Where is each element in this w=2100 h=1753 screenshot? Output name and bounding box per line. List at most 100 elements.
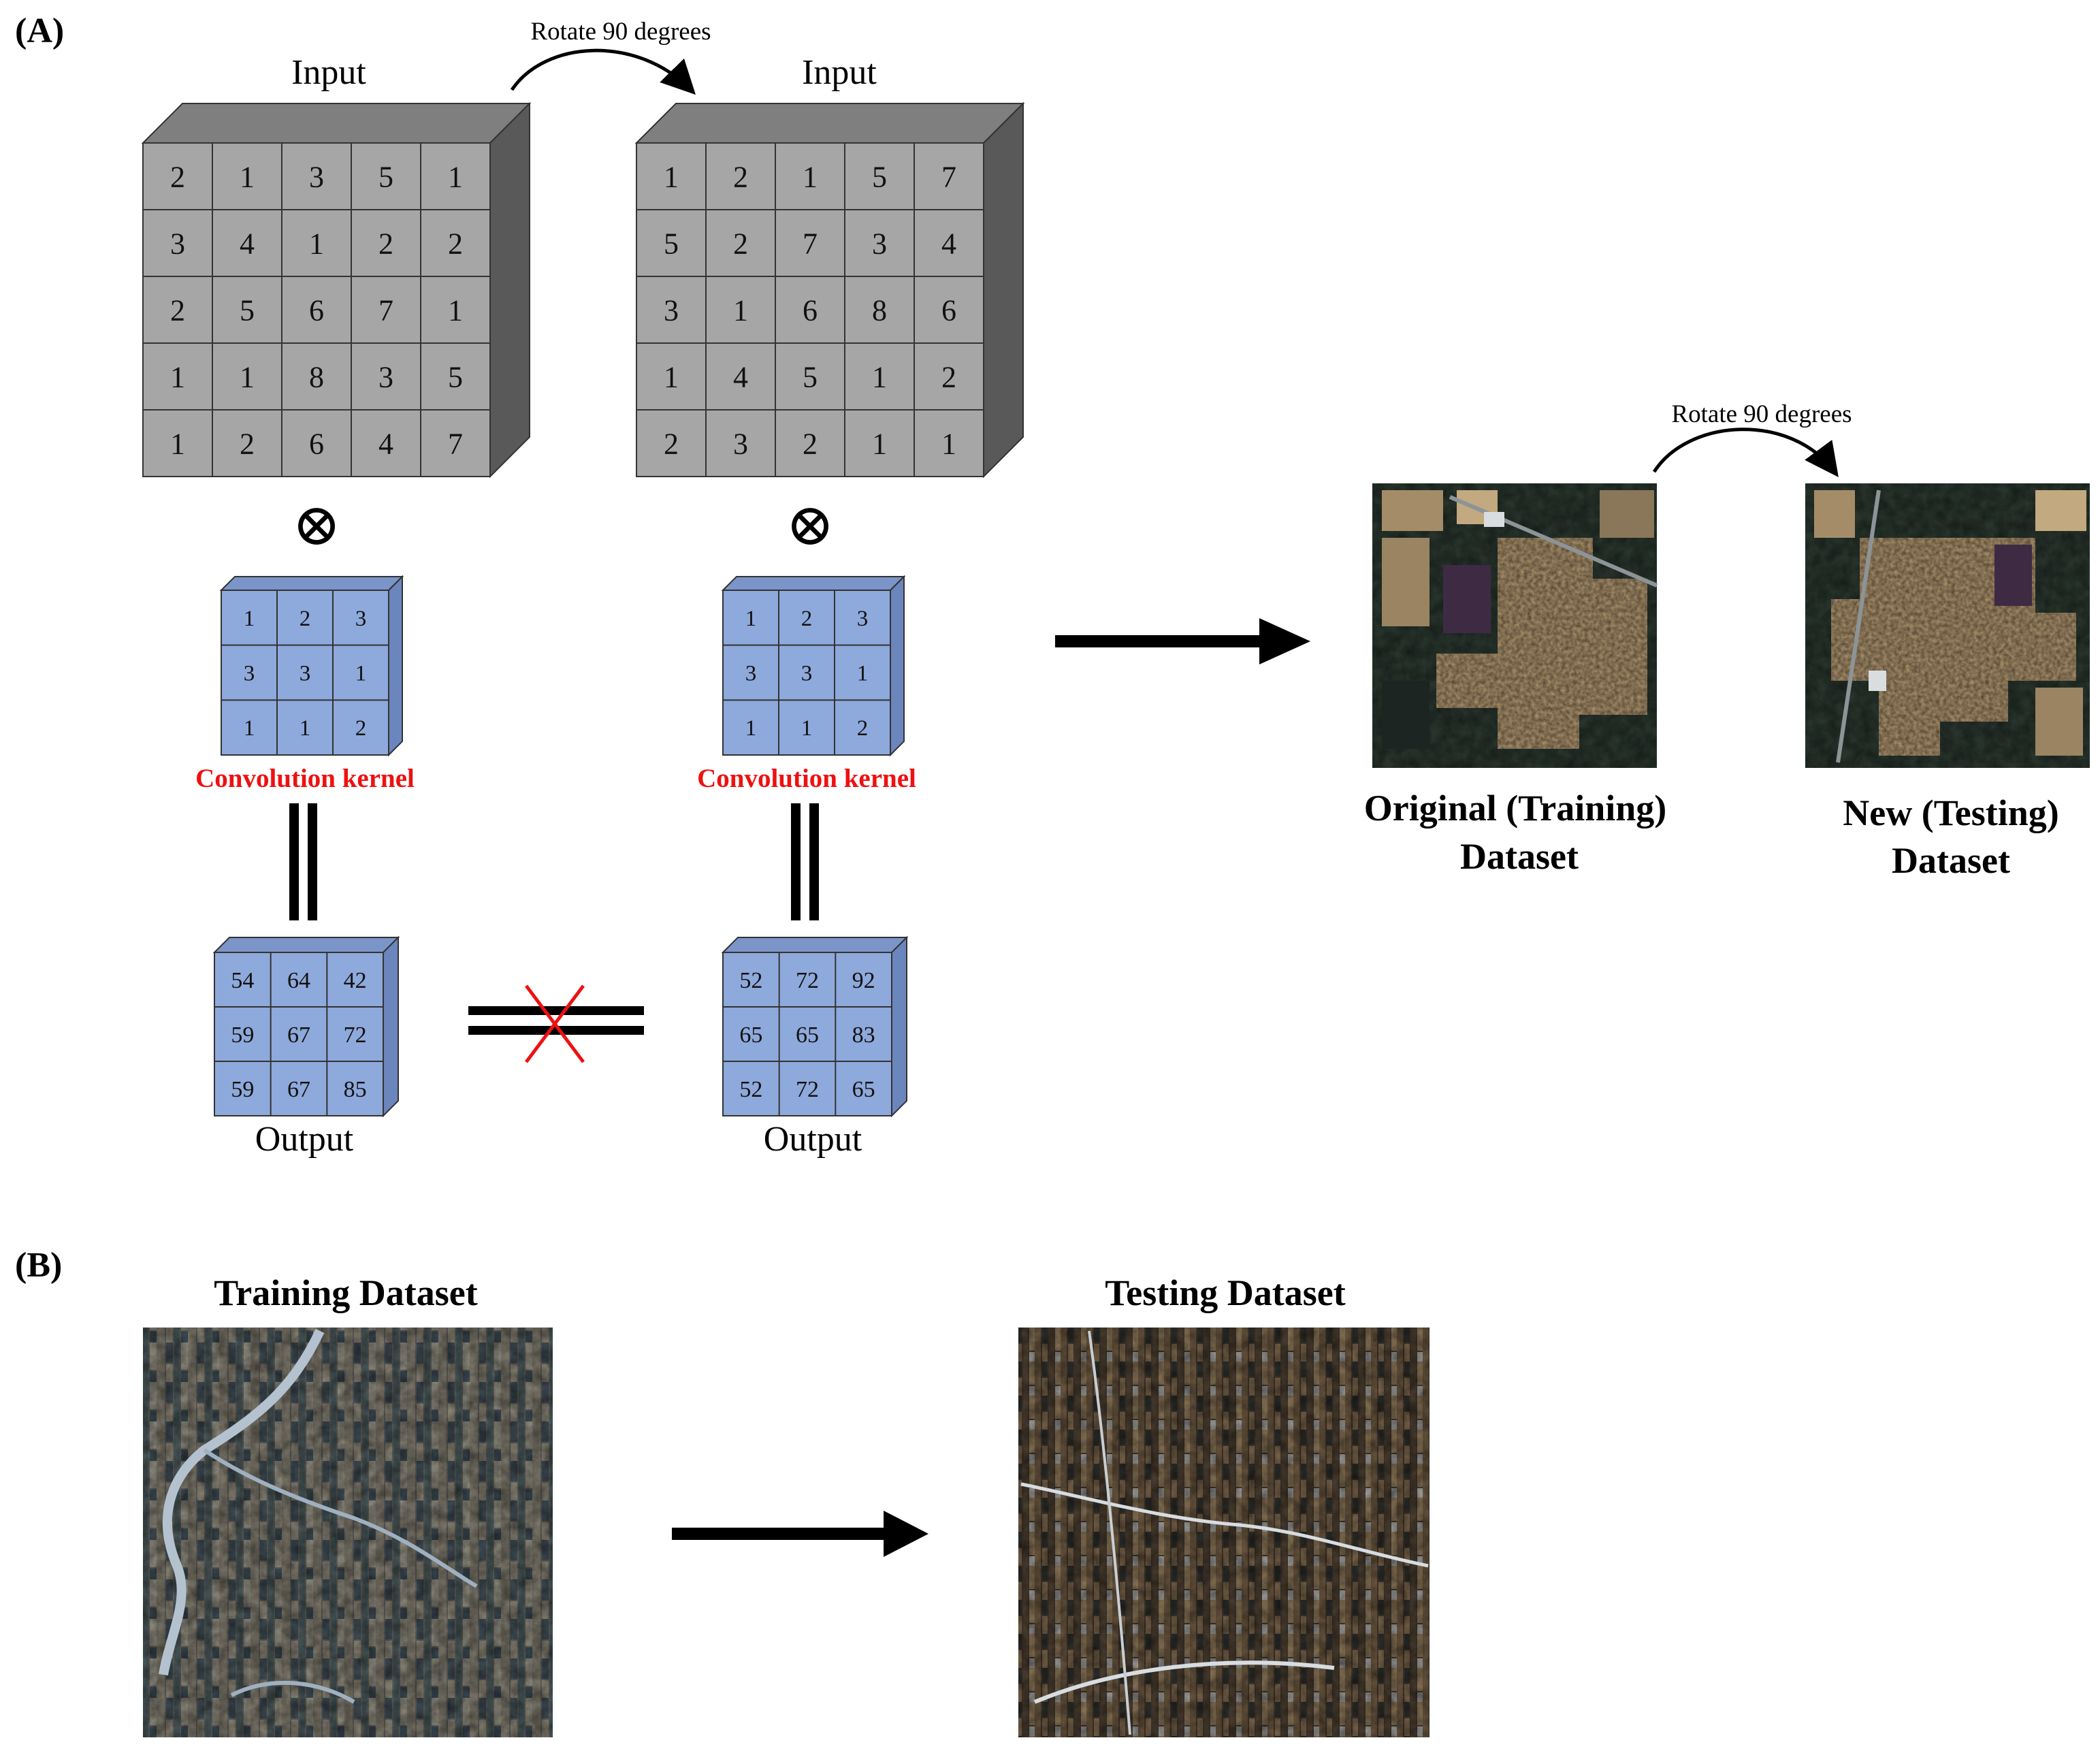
input-right-cell: 5 [803,360,818,393]
arrow-right-b [672,1511,928,1557]
kernel-left-front-face [221,590,389,756]
input-right-cell: 4 [941,227,956,260]
input-left-cell: 4 [378,427,393,460]
kernel-left-cell: 3 [355,607,367,631]
input-right-cell: 6 [941,293,956,327]
input-left-cell: 5 [448,360,463,393]
input-left-cell: 5 [240,293,255,327]
input-left-top-face [141,103,532,144]
output-left-cell: 59 [231,1077,254,1102]
original-caption-line1: Original (Training) [1364,788,1667,829]
input-right-cell: 1 [664,360,679,393]
convolution-symbol-left: ⊗ [292,492,341,558]
arrow-right-a [1055,618,1310,664]
input-right-cell: 1 [803,160,818,193]
kernel-right-cell: 2 [857,716,869,741]
input-right-top-face [634,103,1025,144]
testing-dataset-title: Testing Dataset [1105,1272,1346,1313]
input-left-cell: 1 [240,160,255,193]
kernel-left-side-face [388,575,403,757]
input-left-side-face [489,101,530,479]
input-left-cell: 1 [309,227,324,260]
input-left-cell: 7 [448,427,463,460]
kernel-left-cell: 3 [300,662,311,686]
input-right-cell: 3 [872,227,887,260]
input-right-cell: 3 [733,427,748,460]
kernel-right-cell: 1 [857,662,869,686]
output-right-cell: 65 [796,1023,819,1048]
original-caption-line2: Dataset [1460,836,1579,877]
output-right-cell: 52 [739,1077,762,1102]
input-right-cell: 1 [872,360,887,393]
input-left-title: Input [291,53,366,92]
kernel-left-cell: 2 [355,716,367,741]
output-right-cell: 65 [739,1023,762,1048]
input-right-cell: 4 [733,360,748,393]
kernel-right-cell: 1 [745,607,757,631]
input-left-cell: 1 [170,427,185,460]
output-right-front-face [722,952,892,1116]
output-right-cell: 52 [739,968,762,993]
output-left-cell: 67 [287,1077,310,1102]
output-left-title: Output [255,1120,354,1159]
input-right-title: Input [802,53,877,92]
convolution-symbol-right: ⊗ [786,492,835,558]
rotate-arrow-satellite [1652,428,1839,478]
input-right-cell: 3 [664,293,679,327]
output-left-cell: 72 [344,1023,367,1048]
output-right-top-face [721,937,909,953]
kernel-left-cell: 1 [300,716,311,741]
kernel-right-cell: 1 [801,716,813,741]
rotate-arrow-top [510,48,696,95]
kernel-left-cell: 1 [355,662,367,686]
output-right-cell: 83 [852,1023,875,1048]
kernel-left-cell: 3 [244,662,255,686]
new-satellite-image [1805,483,2090,768]
input-right-cell: 6 [803,293,818,327]
kernel-label-right: Convolution kernel [697,764,916,793]
input-right-cell: 2 [664,427,679,460]
output-left-cell: 42 [344,968,367,993]
input-left-cell: 1 [448,293,463,327]
output-left-cell: 59 [231,1023,254,1048]
rotate-label-satellite: Rotate 90 degrees [1671,400,1852,428]
output-right-cell: 92 [852,968,875,993]
input-left-cell: 3 [309,160,324,193]
not-equal-sign [468,984,644,1063]
input-right-cell: 2 [941,360,956,393]
kernel-right-cell: 3 [745,662,757,686]
input-right-front-face [636,142,984,477]
input-left-cell: 6 [309,293,324,327]
input-left-cell: 4 [240,227,255,260]
new-caption-line2: Dataset [1892,840,2010,881]
original-satellite-image [1372,483,1658,768]
input-left-front-face [142,142,491,477]
input-left-cell: 1 [448,160,463,193]
input-left-cell: 2 [240,427,255,460]
training-dataset-image [143,1328,553,1737]
kernel-right-top-face [721,576,906,591]
input-left-cell: 2 [170,160,185,193]
kernel-left-top-face [219,576,404,591]
input-left-cell: 2 [170,293,185,327]
input-right-cell: 7 [803,227,818,260]
kernel-left-cell: 1 [244,716,255,741]
input-left-cell: 3 [378,360,393,393]
input-left-cell: 2 [378,227,393,260]
output-right-cell: 72 [796,968,819,993]
input-left-cell: 1 [170,360,185,393]
output-right-cell: 65 [852,1077,875,1102]
input-right-cell: 1 [872,427,887,460]
input-left-cell: 2 [448,227,463,260]
output-left-side-face [383,935,399,1118]
input-left-cell: 6 [309,427,324,460]
input-right-cell: 1 [733,293,748,327]
kernel-left-cell: 1 [244,607,255,631]
input-left-cell: 8 [309,360,324,393]
input-right-cell: 1 [941,427,956,460]
